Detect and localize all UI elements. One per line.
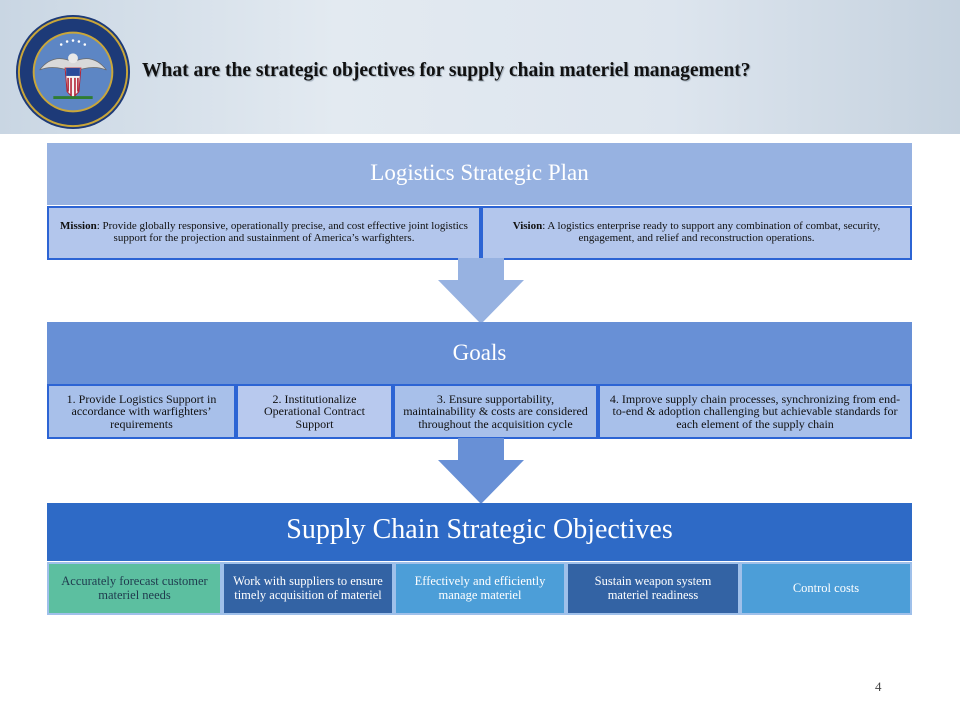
goal-4-box: 4. Improve supply chain processes, synch… (598, 384, 912, 439)
mission-text: : Provide globally responsive, operation… (96, 220, 468, 244)
goal-1-text: 1. Provide Logistics Support in accordan… (66, 391, 217, 431)
objective-3-box: Effectively and efficiently manage mater… (394, 562, 566, 615)
goals-title: Goals (452, 340, 507, 365)
mission-statement: Mission: Provide globally responsive, op… (55, 221, 473, 244)
objective-2-text: Work with suppliers to ensure timely acq… (233, 574, 383, 602)
vision-box: Vision: A logistics enterprise ready to … (481, 206, 912, 260)
goal-2-box: 2. Institutionalize Operational Contract… (236, 384, 393, 439)
vision-label: Vision (512, 220, 543, 233)
page-number: 4 (875, 679, 882, 694)
goal-1-box: 1. Provide Logistics Support in accordan… (47, 384, 236, 439)
down-arrow-icon (438, 438, 524, 504)
objective-1-box: Accurately forecast customer materiel ne… (47, 562, 222, 615)
slide-title: What are the strategic objectives for su… (142, 60, 751, 81)
vision-statement: Vision: A logistics enterprise ready to … (489, 221, 904, 244)
goals-band: Goals (47, 322, 912, 384)
objective-4-text: Sustain weapon system materiel readiness (594, 574, 712, 602)
objectives-band: Supply Chain Strategic Objectives (47, 503, 912, 561)
objectives-title: Supply Chain Strategic Objectives (286, 514, 673, 545)
down-arrow-icon (438, 258, 524, 324)
dod-seal-logo (15, 14, 131, 130)
objective-4-box: Sustain weapon system materiel readiness (566, 562, 740, 615)
objective-3-text: Effectively and efficiently manage mater… (414, 574, 546, 602)
goal-2-text: 2. Institutionalize Operational Contract… (264, 391, 365, 431)
objective-2-box: Work with suppliers to ensure timely acq… (222, 562, 394, 615)
goal-3-box: 3. Ensure supportability, maintainabilit… (393, 384, 598, 439)
goal-4-text: 4. Improve supply chain processes, synch… (609, 391, 901, 431)
mission-label: Mission (60, 220, 97, 233)
vision-text: : A logistics enterprise ready to suppor… (542, 220, 881, 244)
goal-3-text: 3. Ensure supportability, maintainabilit… (403, 391, 588, 431)
mission-box: Mission: Provide globally responsive, op… (47, 206, 481, 260)
slide-header: What are the strategic objectives for su… (0, 0, 960, 134)
plan-title: Logistics Strategic Plan (370, 160, 589, 185)
plan-band: Logistics Strategic Plan (47, 143, 912, 205)
objective-5-box: Control costs (740, 562, 912, 615)
objective-5-text: Control costs (792, 580, 860, 595)
objective-1-text: Accurately forecast customer materiel ne… (61, 574, 208, 602)
